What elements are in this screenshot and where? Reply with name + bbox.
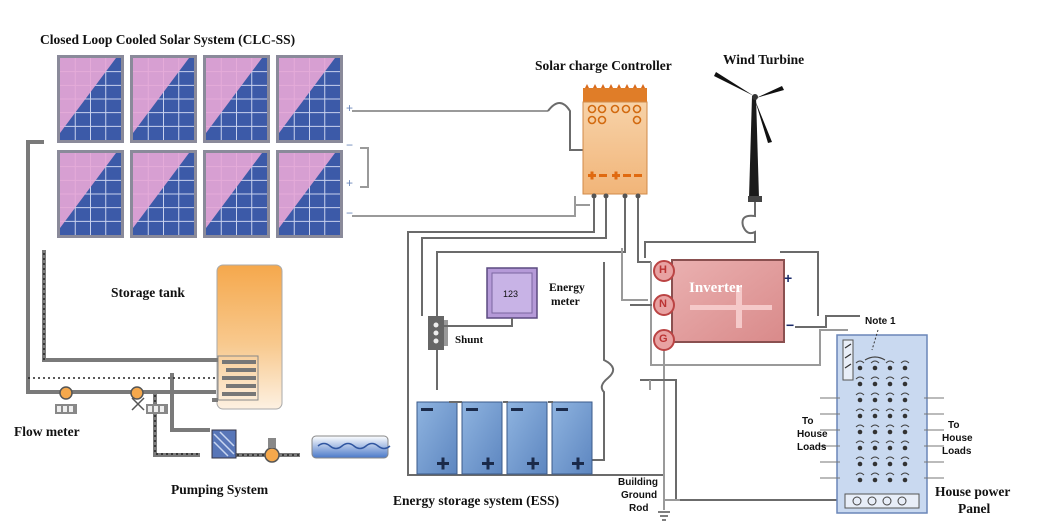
shunt-label: Shunt (455, 334, 484, 346)
to-house-loads-right-line1: To (948, 420, 960, 431)
to-house-loads-right-line3: Loads (942, 446, 972, 457)
breaker (885, 360, 895, 371)
breaker (900, 456, 910, 467)
breaker (900, 376, 910, 387)
panel-plus-top: + (346, 101, 354, 115)
breaker (900, 392, 910, 403)
breaker (870, 360, 880, 371)
breaker (885, 456, 895, 467)
to-house-loads-left-line1: To (802, 416, 814, 427)
breaker (885, 424, 895, 435)
solar-charge-controller-label: Solar charge Controller (535, 58, 672, 73)
to-house-loads-left-line3: Loads (797, 442, 827, 453)
wind-turbine-label: Wind Turbine (723, 52, 805, 67)
breaker (855, 440, 865, 451)
battery-cell (551, 401, 593, 475)
to-house-loads-left-line2: House (797, 429, 828, 440)
breaker (855, 360, 865, 371)
breaker (900, 408, 910, 419)
flow-meters (55, 386, 168, 414)
energy-meter-label-line1: Energy (549, 282, 585, 294)
terminal-n: N (659, 298, 667, 310)
breaker (855, 376, 865, 387)
breaker (855, 456, 865, 467)
panel-breakers (820, 360, 944, 483)
controller-wires (407, 198, 860, 510)
breaker (900, 424, 910, 435)
breaker (885, 440, 895, 451)
breaker (885, 392, 895, 403)
breaker (900, 472, 910, 483)
wind-turbine (644, 72, 784, 258)
breaker (855, 392, 865, 403)
ground-rod-label-line1: Building (618, 477, 658, 488)
breaker (870, 440, 880, 451)
solar-panel (203, 55, 270, 143)
solar-panel (130, 55, 197, 143)
terminal-h: H (659, 264, 667, 276)
breaker (855, 424, 865, 435)
energy-meter (444, 267, 538, 327)
ground-rod (658, 511, 670, 521)
battery-cell (461, 401, 503, 475)
panel-wires (352, 102, 590, 217)
terminal-g: G (659, 333, 668, 345)
solar-panel (276, 150, 343, 238)
pumping-system-label: Pumping System (171, 482, 269, 497)
breaker (870, 376, 880, 387)
pumping-equipment (211, 429, 280, 463)
storage-tank-label: Storage tank (111, 285, 185, 300)
breaker (870, 456, 880, 467)
battery-cell (506, 401, 548, 475)
panel-plus-bottom: + (346, 176, 354, 190)
ground-rod-label-line3: Rod (629, 503, 649, 514)
breaker (870, 472, 880, 483)
breaker (855, 472, 865, 483)
solar-panel (57, 55, 124, 143)
water-reservoir (311, 435, 391, 459)
solar-panel (57, 150, 124, 238)
house-power-panel (836, 329, 928, 514)
inverter (653, 259, 785, 351)
ground-rod-label-line2: Ground (621, 490, 658, 501)
solar-panel-array (28, 55, 343, 238)
solar-panel (130, 150, 197, 238)
breaker (855, 408, 865, 419)
solar-panel (203, 150, 270, 238)
solar-charge-controller (582, 84, 648, 199)
breaker (885, 408, 895, 419)
breaker (870, 392, 880, 403)
clc-ss-title: Closed Loop Cooled Solar System (CLC-SS) (40, 32, 296, 47)
solar-panel (276, 55, 343, 143)
breaker (870, 424, 880, 435)
shunt (428, 316, 448, 350)
breaker (885, 472, 895, 483)
breaker (870, 408, 880, 419)
panel-minus-top: − (346, 138, 354, 152)
breaker (900, 440, 910, 451)
house-power-panel-label-line1: House power (935, 484, 1011, 499)
energy-meter-display: 123 (503, 289, 519, 299)
energy-meter-label-line2: meter (551, 296, 580, 308)
battery-cell (416, 401, 458, 475)
ess-label: Energy storage system (ESS) (393, 493, 560, 508)
flow-meter-label: Flow meter (14, 424, 80, 439)
inverter-label: Inverter (689, 280, 743, 296)
breaker (900, 360, 910, 371)
panel-minus-bottom: − (346, 206, 354, 220)
house-power-panel-label-line2: Panel (958, 501, 991, 516)
to-house-loads-right-line2: House (942, 433, 973, 444)
battery-bank (416, 401, 593, 475)
breaker (885, 376, 895, 387)
note-1-label: Note 1 (865, 316, 896, 327)
inverter-plus: + (784, 270, 793, 286)
storage-tank (216, 264, 283, 410)
inverter-minus: − (786, 317, 795, 333)
